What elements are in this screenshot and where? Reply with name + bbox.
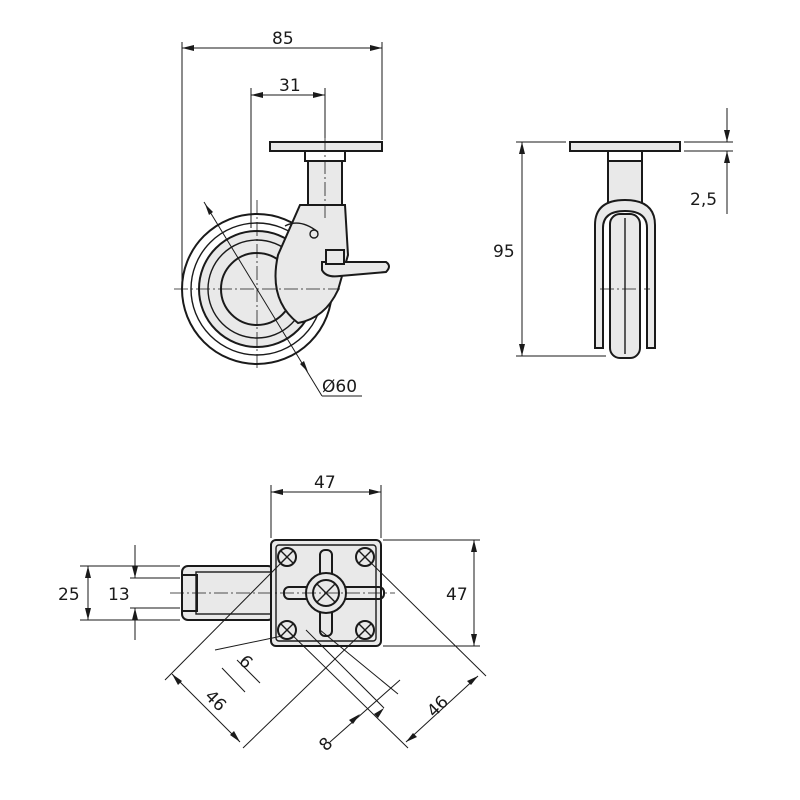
side-brake-lever	[321, 261, 390, 278]
side-top-plate	[269, 141, 383, 152]
side-fork	[274, 204, 350, 325]
dim-label-25: 25	[58, 585, 80, 605]
dim-label-6: 6	[234, 651, 256, 673]
dim-label-diameter: Ø60	[322, 377, 357, 397]
dim-label-2-5: 2,5	[690, 190, 717, 210]
front-fork	[594, 198, 656, 349]
front-view	[516, 108, 733, 359]
dim-label-47-vertical: 47	[446, 585, 468, 605]
side-view	[174, 42, 390, 397]
top-view	[80, 485, 487, 749]
dim-label-8: 8	[315, 734, 337, 756]
dim-label-85: 85	[272, 29, 294, 49]
dim-label-31: 31	[279, 76, 301, 96]
dim-label-47-horizontal: 47	[314, 473, 336, 493]
dim-label-46-right: 46	[423, 692, 452, 721]
front-stem	[607, 160, 643, 206]
dim-label-46-left: 46	[200, 686, 229, 715]
front-top-plate	[569, 141, 681, 152]
dim-label-95: 95	[493, 242, 515, 262]
dim-label-13: 13	[108, 585, 130, 605]
